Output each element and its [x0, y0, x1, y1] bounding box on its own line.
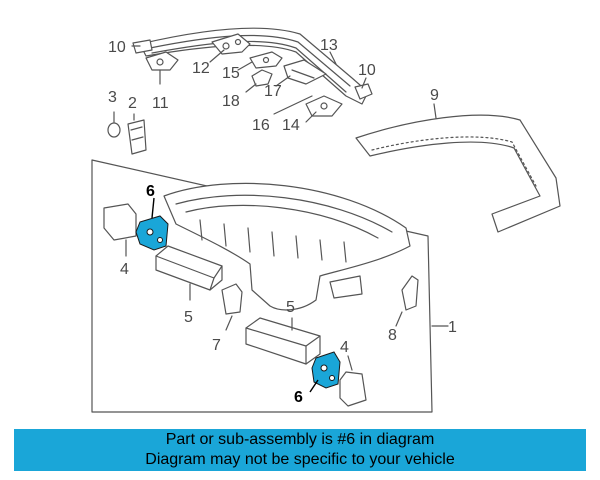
bracket-7: [221, 283, 243, 315]
info-banner: Part or sub-assembly is #6 in diagram Di…: [14, 429, 586, 471]
callout-14: 14: [282, 117, 300, 134]
callout-12: 12: [192, 60, 210, 77]
callout-8: 8: [388, 327, 397, 344]
parts-diagram: 10 13 12 15 10 3 2 11 18 17 9 16 14 6 4 …: [91, 27, 561, 413]
callout-5-right: 5: [286, 299, 295, 316]
bracket-11: [145, 51, 179, 85]
callout-7: 7: [212, 337, 221, 354]
end-cap-4-left: [103, 203, 137, 241]
callout-13: 13: [320, 37, 338, 54]
callout-6-lower: 6: [294, 389, 303, 406]
callout-3: 3: [108, 89, 117, 106]
bracket-8: [401, 275, 419, 311]
callout-17: 17: [264, 83, 282, 100]
callout-10-right: 10: [358, 62, 376, 79]
callout-9: 9: [430, 87, 439, 104]
callout-16: 16: [252, 117, 270, 134]
callout-4-left: 4: [120, 261, 129, 278]
banner-line-disclaimer: Diagram may not be specific to your vehi…: [145, 451, 455, 468]
bracket-14: [305, 95, 343, 117]
plate-2: [127, 119, 147, 155]
bracket-17: [283, 59, 327, 85]
callout-4-right: 4: [340, 339, 349, 356]
bracket-15: [249, 51, 283, 69]
callout-11: 11: [152, 95, 169, 112]
part-6-highlight-upper: [135, 215, 169, 251]
bracket-12: [211, 33, 251, 55]
absorber-5-left: [155, 245, 223, 291]
callout-1: 1: [448, 319, 457, 336]
part-6-highlight-lower: [311, 351, 341, 389]
callout-18: 18: [222, 93, 240, 110]
grommet-3: [107, 122, 121, 138]
end-cap-left: [132, 39, 153, 54]
banner-line-part: Part or sub-assembly is #6 in diagram: [165, 431, 435, 448]
callout-5-left: 5: [184, 309, 193, 326]
callout-15: 15: [222, 65, 240, 82]
end-cap-4-right: [339, 371, 367, 407]
callout-2: 2: [128, 95, 137, 112]
bumper-body: [163, 182, 411, 311]
callout-10-left: 10: [108, 39, 126, 56]
callout-6-upper: 6: [146, 183, 155, 200]
bumper-cover-9: [355, 114, 561, 233]
absorber-5-right: [245, 317, 321, 365]
